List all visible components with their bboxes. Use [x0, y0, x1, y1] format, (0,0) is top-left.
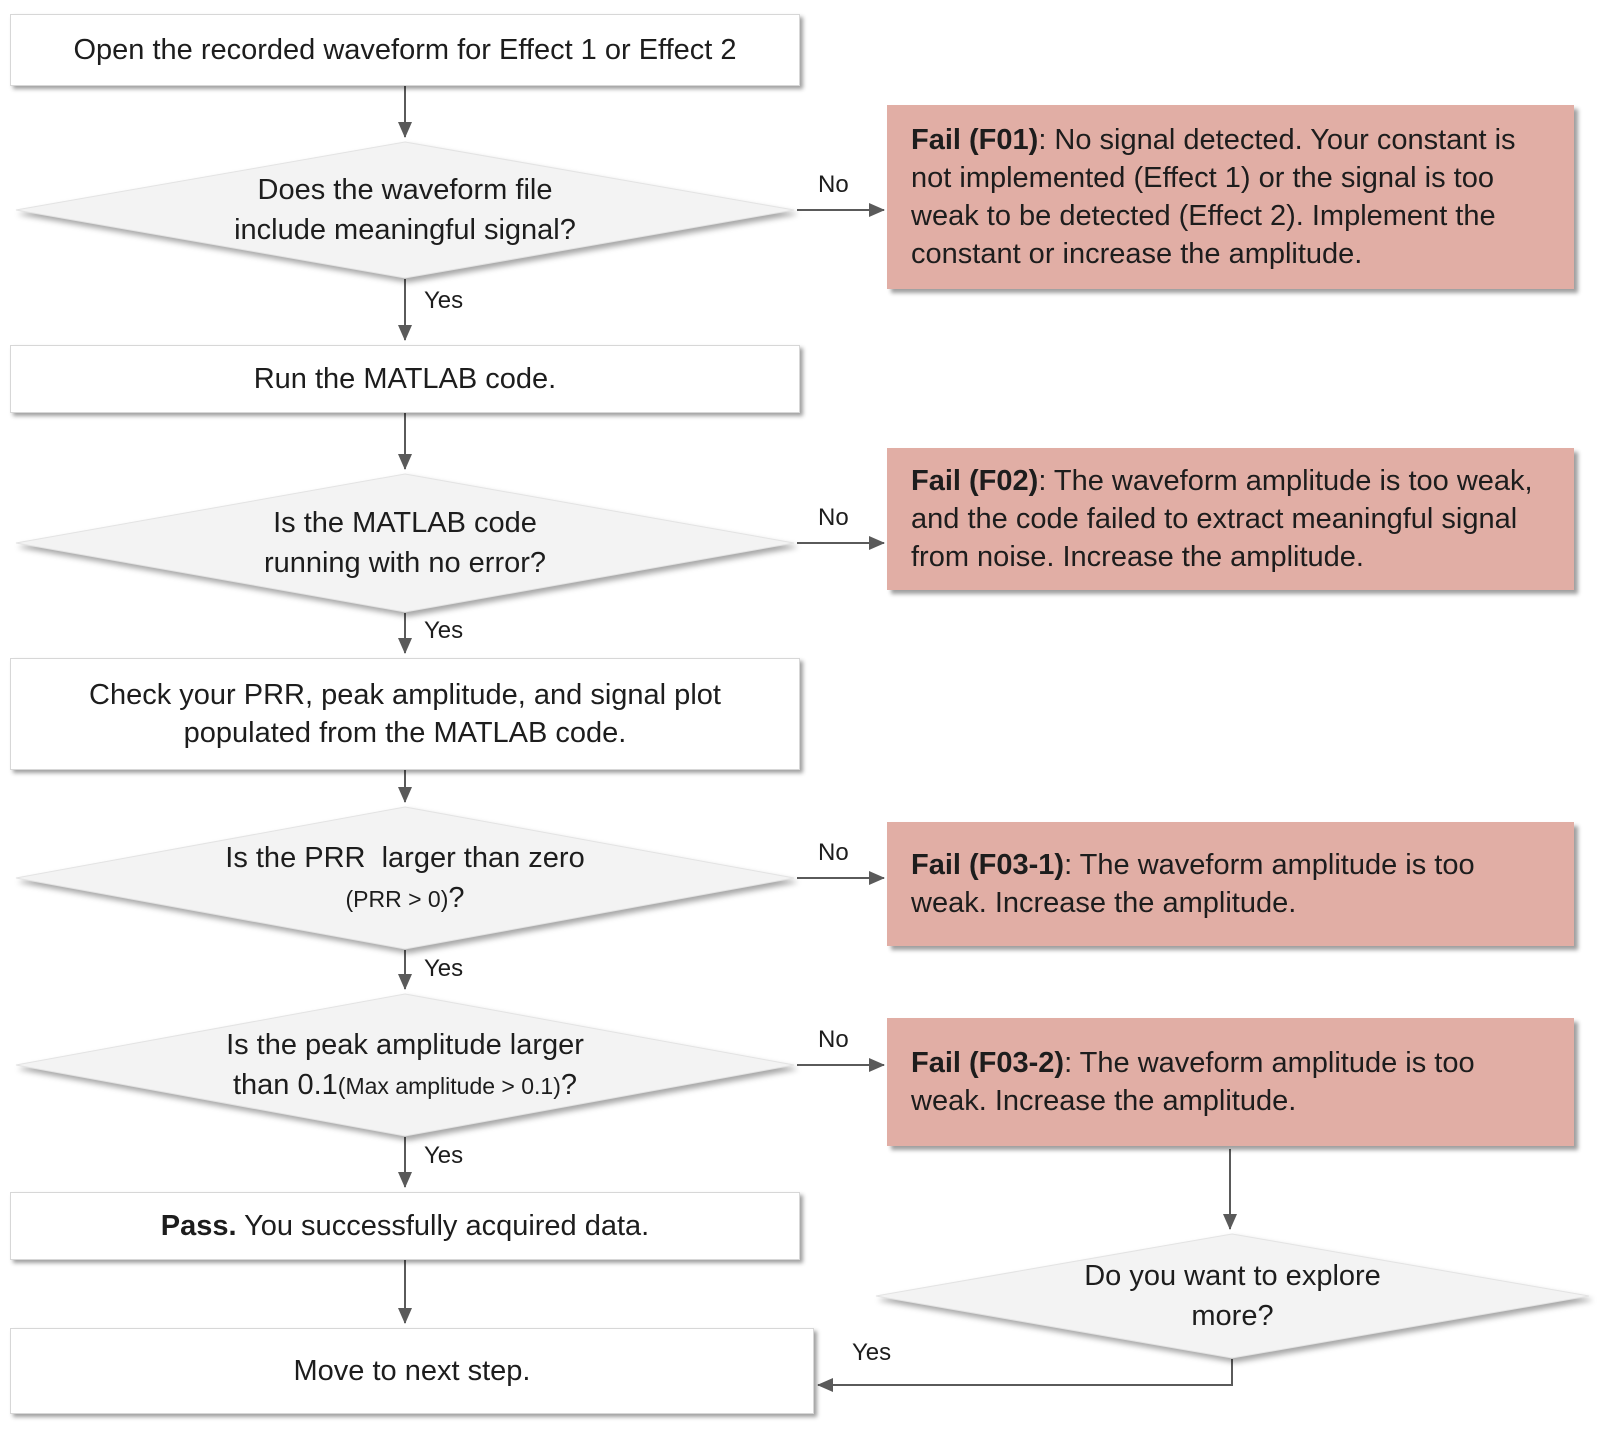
fail-f03-2-label: Fail (F03-2): The waveform amplitude is … — [911, 1047, 1475, 1117]
decision-peak-question-mark: ? — [560, 1068, 578, 1101]
decision-peak-condition: (Max amplitude > 0.1) — [337, 1072, 561, 1099]
fail-f02-code: Fail (F02) — [911, 465, 1039, 497]
fail-box-f01: Fail (F01): No signal detected. Your con… — [887, 105, 1574, 289]
process-move-next: Move to next step. — [10, 1328, 814, 1414]
decision-line: more? — [1191, 1300, 1274, 1332]
fail-box-f02: Fail (F02): The waveform amplitude is to… — [887, 448, 1574, 590]
process-open-waveform: Open the recorded waveform for Effect 1 … — [10, 14, 800, 86]
edge-label-yes-explore: Yes — [852, 1339, 892, 1366]
decision-line: Is the peak amplitude larger — [226, 1028, 584, 1061]
decision-meaningful-signal-label: Does the waveform file include meaningfu… — [15, 141, 795, 279]
fail-f01-code: Fail (F01) — [911, 124, 1039, 156]
fail-f02-text: : The waveform amplitude is too weak, an… — [911, 465, 1533, 573]
decision-matlab-no-error-label: Is the MATLAB code running with no error… — [15, 473, 795, 613]
decision-explore-more: Do you want to explore more? — [875, 1233, 1590, 1359]
decision-prr-positive-label: Is the PRR larger than zero (PRR > 0)? — [15, 806, 795, 950]
process-pass: Pass. You successfully acquired data. — [10, 1192, 800, 1260]
edge-label-no-matlab: No — [818, 504, 849, 531]
fail-f03-1-label: Fail (F03-1): The waveform amplitude is … — [911, 849, 1475, 919]
process-open-waveform-label: Open the recorded waveform for Effect 1 … — [73, 34, 737, 66]
decision-line: Does the waveform file — [257, 174, 553, 206]
fail-box-f03-1: Fail (F03-1): The waveform amplitude is … — [887, 822, 1574, 946]
process-pass-text: You successfully acquired data. — [236, 1210, 650, 1242]
edge-label-no-peak: No — [818, 1026, 849, 1053]
edge-label-yes-peak: Yes — [424, 1142, 464, 1169]
decision-peak-amplitude-label: Is the peak amplitude larger than 0.1(Ma… — [15, 993, 795, 1137]
fail-box-f03-2: Fail (F03-2): The waveform amplitude is … — [887, 1018, 1574, 1146]
decision-line: (PRR > 0)? — [345, 878, 464, 919]
fail-f03-1-text: : The waveform amplitude is too weak. In… — [911, 849, 1475, 919]
process-pass-bold: Pass. — [160, 1210, 237, 1242]
edge-label-no-prr: No — [818, 839, 849, 866]
diamond-shape — [15, 473, 795, 613]
decision-peak-threshold: than 0.1 — [232, 1068, 338, 1101]
decision-prr-question-mark: ? — [448, 881, 465, 914]
decision-line: include meaningful signal? — [234, 214, 576, 246]
edge-label-yes-matlab: Yes — [424, 617, 464, 644]
decision-line: than 0.1(Max amplitude > 0.1)? — [233, 1065, 577, 1106]
diamond-shape — [15, 806, 795, 950]
decision-matlab-no-error: Is the MATLAB code running with no error… — [15, 473, 795, 613]
diamond-shape — [15, 141, 795, 279]
fail-f01-label: Fail (F01): No signal detected. Your con… — [911, 124, 1516, 270]
decision-line: Do you want to explore — [1084, 1260, 1381, 1292]
process-run-matlab-label: Run the MATLAB code. — [253, 363, 557, 395]
fail-f03-1-code: Fail (F03-1) — [911, 849, 1065, 881]
decision-line: running with no error? — [263, 547, 547, 579]
process-check-prr: Check your PRR, peak amplitude, and sign… — [10, 658, 800, 770]
decision-explore-more-label: Do you want to explore more? — [875, 1233, 1590, 1359]
edge-label-yes-signal: Yes — [424, 287, 464, 314]
decision-peak-amplitude: Is the peak amplitude larger than 0.1(Ma… — [15, 993, 795, 1137]
decision-line: Is the MATLAB code — [273, 507, 537, 539]
fail-f02-label: Fail (F02): The waveform amplitude is to… — [911, 465, 1533, 573]
diamond-shape — [15, 993, 795, 1137]
process-check-line1: Check your PRR, peak amplitude, and sign… — [89, 679, 721, 711]
diamond-shape — [875, 1233, 1590, 1359]
decision-prr-positive: Is the PRR larger than zero (PRR > 0)? — [15, 806, 795, 950]
decision-line: Is the PRR larger than zero — [225, 841, 585, 874]
edge-label-no-signal: No — [818, 171, 849, 198]
process-pass-label: Pass. You successfully acquired data. — [161, 1207, 650, 1245]
fail-f03-2-text: : The waveform amplitude is too weak. In… — [911, 1047, 1475, 1117]
process-run-matlab: Run the MATLAB code. — [10, 345, 800, 413]
process-move-next-label: Move to next step. — [293, 1355, 531, 1387]
decision-meaningful-signal: Does the waveform file include meaningfu… — [15, 141, 795, 279]
fail-f03-2-code: Fail (F03-2) — [911, 1047, 1065, 1079]
fail-f01-text: : No signal detected. Your constant is n… — [911, 124, 1516, 270]
decision-prr-condition: (PRR > 0) — [345, 885, 449, 912]
process-check-line2: populated from the MATLAB code. — [183, 717, 627, 749]
process-check-prr-label: Check your PRR, peak amplitude, and sign… — [89, 676, 721, 752]
edge-label-yes-prr: Yes — [424, 955, 464, 982]
